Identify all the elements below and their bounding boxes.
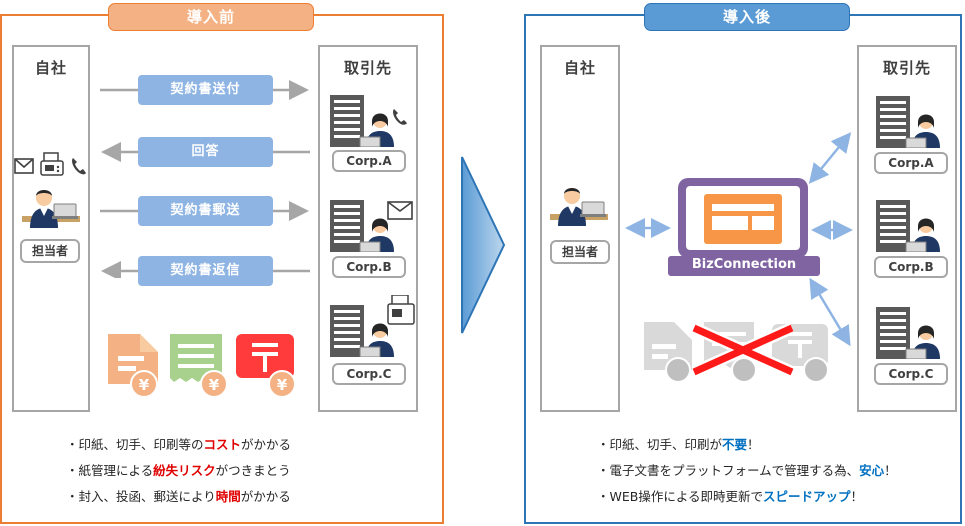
before-partner-title: 取引先 xyxy=(343,59,392,77)
receipt-yen-icon: ¥ xyxy=(170,334,228,398)
after-company-title: 自社 xyxy=(563,59,596,77)
person-icon xyxy=(550,188,608,226)
phone-icon xyxy=(72,158,86,175)
after-corp-a-label: Corp.A xyxy=(874,152,948,174)
cross-icon xyxy=(691,322,795,378)
before-corp-c-label: Corp.C xyxy=(332,363,406,385)
building-icon xyxy=(876,200,940,252)
building-icon xyxy=(330,95,407,147)
big-arrow-icon xyxy=(461,156,506,334)
flow-label-return-contract: 契約書返信 xyxy=(138,256,273,286)
after-bullet-2: ・電子文書をプラットフォームで管理する為、安心！ xyxy=(597,463,897,478)
svg-text:¥: ¥ xyxy=(277,376,288,394)
person-icon xyxy=(22,190,80,228)
after-bullet-3: ・WEB操作による即時更新でスピードアップ！ xyxy=(597,489,863,504)
svg-text:¥: ¥ xyxy=(209,376,220,394)
after-tab: 導入後 xyxy=(644,3,850,31)
before-corp-a-label: Corp.A xyxy=(332,150,406,172)
before-bullet-2: ・紙管理による紛失リスクがつきまとう xyxy=(66,463,291,478)
before-bullet-1: ・印紙、切手、印刷等のコストがかかる xyxy=(66,437,292,452)
after-company-column: 自社 xyxy=(540,45,620,412)
after-corp-b-label: Corp.B xyxy=(874,256,948,278)
platform-monitor-icon xyxy=(668,178,820,276)
svg-text:¥: ¥ xyxy=(139,376,150,394)
building-icon xyxy=(330,200,413,252)
before-flow-arrows xyxy=(100,80,310,278)
flow-label-send-contract: 契約書送付 xyxy=(138,75,273,105)
after-bullet-1: ・印紙、切手、印刷が不要！ xyxy=(597,437,760,452)
building-icon xyxy=(876,96,940,148)
postmark-yen-icon: ¥ xyxy=(236,334,296,398)
before-company-column: 自社 xyxy=(12,45,90,412)
envelope-icon xyxy=(14,158,34,174)
flow-label-reply: 回答 xyxy=(138,137,273,167)
before-tab: 導入前 xyxy=(108,3,314,31)
flow-label-mail-contract: 契約書郵送 xyxy=(138,196,273,226)
building-icon xyxy=(330,295,415,357)
before-bullet-3: ・封入、投函、郵送により時間がかかる xyxy=(66,489,291,504)
after-flow-arrows xyxy=(625,132,853,347)
document-yen-icon: ¥ xyxy=(108,334,158,398)
building-icon xyxy=(876,307,940,359)
before-corp-b-label: Corp.B xyxy=(332,256,406,278)
before-staff-label: 担当者 xyxy=(20,239,80,263)
fax-icon xyxy=(40,152,64,176)
before-company-title: 自社 xyxy=(34,59,67,77)
after-staff-label: 担当者 xyxy=(550,240,610,264)
after-partner-title: 取引先 xyxy=(882,59,931,77)
after-corp-c-label: Corp.C xyxy=(874,363,948,385)
platform-name: BizConnection xyxy=(691,257,797,272)
